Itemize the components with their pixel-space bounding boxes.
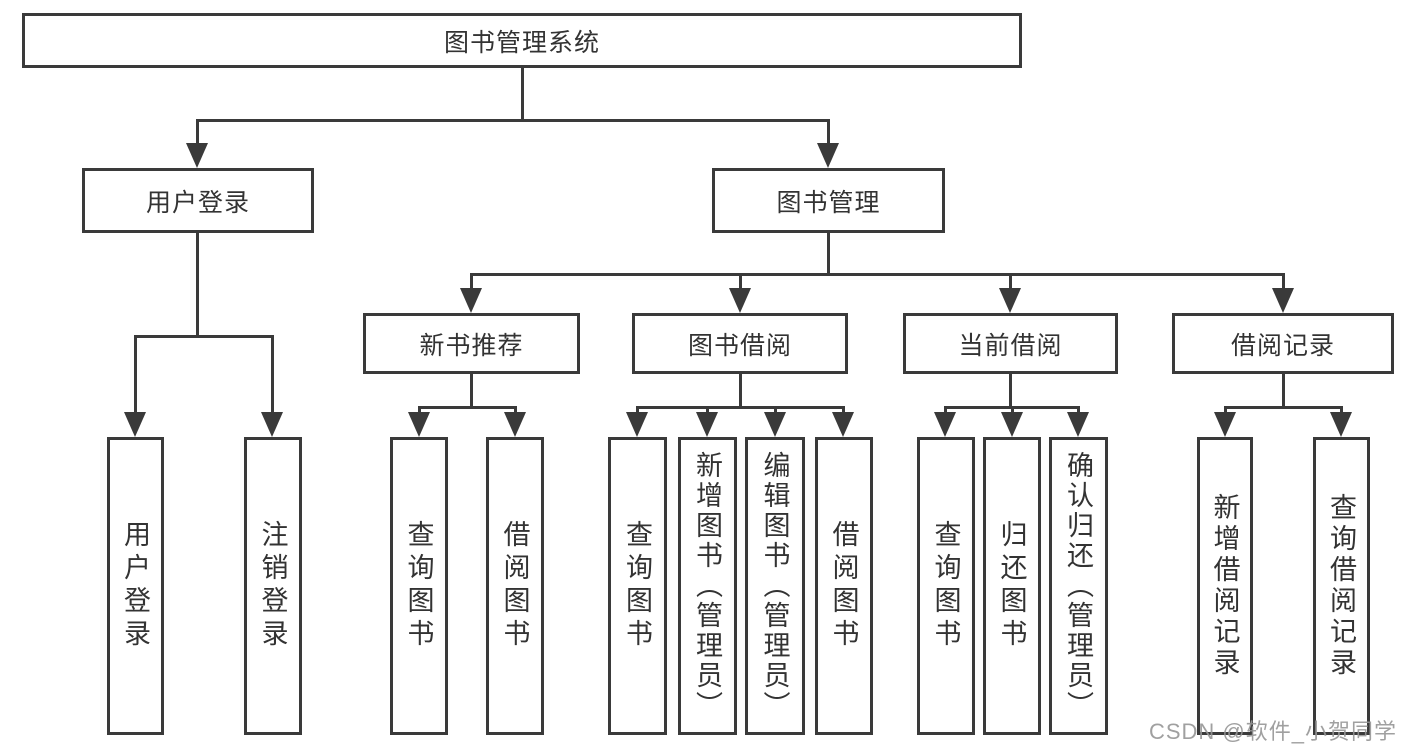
leaf-bb-add-book-admin: 新增图书（管理员） — [678, 437, 737, 735]
arrowhead-records — [1272, 288, 1294, 313]
connector-drop-nb2 — [514, 406, 517, 415]
connector-bookmgmt-bar — [470, 273, 1284, 276]
connector-records-stem — [1282, 374, 1285, 408]
leaf-cb-query-book-label: 查询图书 — [930, 520, 961, 652]
node-new-book-recommend: 新书推荐 — [363, 313, 580, 374]
node-new-book-recommend-label: 新书推荐 — [419, 331, 524, 360]
leaf-cb-return-book: 归还图书 — [983, 437, 1041, 735]
leaf-bb-edit-book-admin-label: 编辑图书（管理员） — [759, 451, 790, 721]
connector-drop-cb2 — [1011, 406, 1014, 415]
connector-newrec-stem — [470, 374, 473, 408]
leaf-rc-add-record: 新增借阅记录 — [1197, 437, 1253, 735]
connector-drop-nb1 — [418, 406, 421, 415]
connector-drop-records — [1282, 273, 1285, 291]
connector-drop-bb4 — [842, 406, 845, 415]
arrowhead-newrec — [460, 288, 482, 313]
connector-drop-user-login — [134, 335, 137, 414]
connector-current-stem — [1009, 374, 1012, 408]
node-user-login: 用户登录 — [82, 168, 314, 233]
connector-records-bar — [1224, 406, 1343, 409]
arrowhead-user — [186, 143, 208, 168]
arrowhead-bb3 — [764, 412, 786, 437]
leaf-cb-confirm-return-admin: 确认归还（管理员） — [1049, 437, 1108, 735]
leaf-nb-query-book: 查询图书 — [390, 437, 448, 735]
leaf-user-login: 用户登录 — [107, 437, 164, 735]
node-borrow-records-label: 借阅记录 — [1230, 331, 1335, 360]
connector-newrec-bar — [418, 406, 516, 409]
arrowhead-bb1 — [626, 412, 648, 437]
connector-drop-bb3 — [774, 406, 777, 415]
arrowhead-user-login — [124, 412, 146, 437]
arrowhead-rc1 — [1214, 412, 1236, 437]
connector-drop-cb1 — [944, 406, 947, 415]
node-root: 图书管理系统 — [22, 13, 1022, 68]
arrowhead-cb3 — [1067, 412, 1089, 437]
arrowhead-nb2 — [504, 412, 526, 437]
leaf-bb-add-book-admin-label: 新增图书（管理员） — [692, 451, 722, 721]
leaf-bb-query-book: 查询图书 — [608, 437, 667, 735]
leaf-logout: 注销登录 — [244, 437, 302, 735]
leaf-cb-return-book-label: 归还图书 — [996, 520, 1027, 652]
arrowhead-cb2 — [1001, 412, 1023, 437]
leaf-user-login-label: 用户登录 — [120, 520, 150, 652]
arrowhead-book — [817, 143, 839, 168]
leaf-bb-borrow-book: 借阅图书 — [815, 437, 873, 735]
connector-root-bar — [196, 119, 830, 122]
node-current-borrow: 当前借阅 — [903, 313, 1118, 374]
arrowhead-logout — [261, 412, 283, 437]
connector-root-stem — [521, 68, 524, 121]
connector-drop-cb3 — [1077, 406, 1080, 415]
leaf-rc-add-record-label: 新增借阅记录 — [1209, 493, 1240, 679]
leaf-cb-confirm-return-admin-label: 确认归还（管理员） — [1063, 451, 1093, 721]
connector-borrow-bar — [636, 406, 845, 409]
node-user-login-label: 用户登录 — [145, 188, 250, 217]
arrowhead-bb4 — [832, 412, 854, 437]
node-book-borrow-label: 图书借阅 — [687, 331, 792, 360]
connector-user-bar — [134, 335, 274, 338]
csdn-watermark: CSDN @软件_小贺同学 — [1148, 719, 1397, 744]
leaf-nb-borrow-book: 借阅图书 — [486, 437, 544, 735]
connector-drop-book — [827, 119, 830, 146]
arrowhead-bb2 — [696, 412, 718, 437]
node-book-management-label: 图书管理 — [776, 188, 881, 217]
leaf-nb-borrow-book-label: 借阅图书 — [499, 520, 530, 652]
leaf-logout-label: 注销登录 — [257, 520, 288, 652]
connector-drop-rc2 — [1340, 406, 1343, 415]
arrowhead-rc2 — [1330, 412, 1352, 437]
arrowhead-nb1 — [408, 412, 430, 437]
connector-drop-user — [196, 119, 199, 146]
connector-drop-bb1 — [636, 406, 639, 415]
leaf-bb-borrow-book-label: 借阅图书 — [828, 520, 859, 652]
leaf-nb-query-book-label: 查询图书 — [403, 520, 434, 652]
node-root-label: 图书管理系统 — [443, 28, 600, 57]
connector-bookmgmt-stem — [827, 233, 830, 275]
connector-borrow-stem — [739, 374, 742, 408]
arrowhead-cb1 — [934, 412, 956, 437]
node-current-borrow-label: 当前借阅 — [958, 331, 1063, 360]
leaf-rc-query-record: 查询借阅记录 — [1313, 437, 1370, 735]
connector-drop-bb2 — [706, 406, 709, 415]
connector-drop-current — [1009, 273, 1012, 291]
connector-drop-borrow — [739, 273, 742, 291]
connector-drop-newrec — [470, 273, 473, 291]
node-book-management: 图书管理 — [712, 168, 945, 233]
connector-user-stem — [196, 233, 199, 338]
arrowhead-borrow — [729, 288, 751, 313]
node-borrow-records: 借阅记录 — [1172, 313, 1394, 374]
arrowhead-current — [999, 288, 1021, 313]
connector-drop-rc1 — [1224, 406, 1227, 415]
connector-drop-logout — [271, 335, 274, 414]
node-book-borrow: 图书借阅 — [632, 313, 848, 374]
leaf-bb-query-book-label: 查询图书 — [622, 520, 652, 652]
leaf-bb-edit-book-admin: 编辑图书（管理员） — [745, 437, 805, 735]
leaf-rc-query-record-label: 查询借阅记录 — [1326, 493, 1356, 679]
leaf-cb-query-book: 查询图书 — [917, 437, 975, 735]
